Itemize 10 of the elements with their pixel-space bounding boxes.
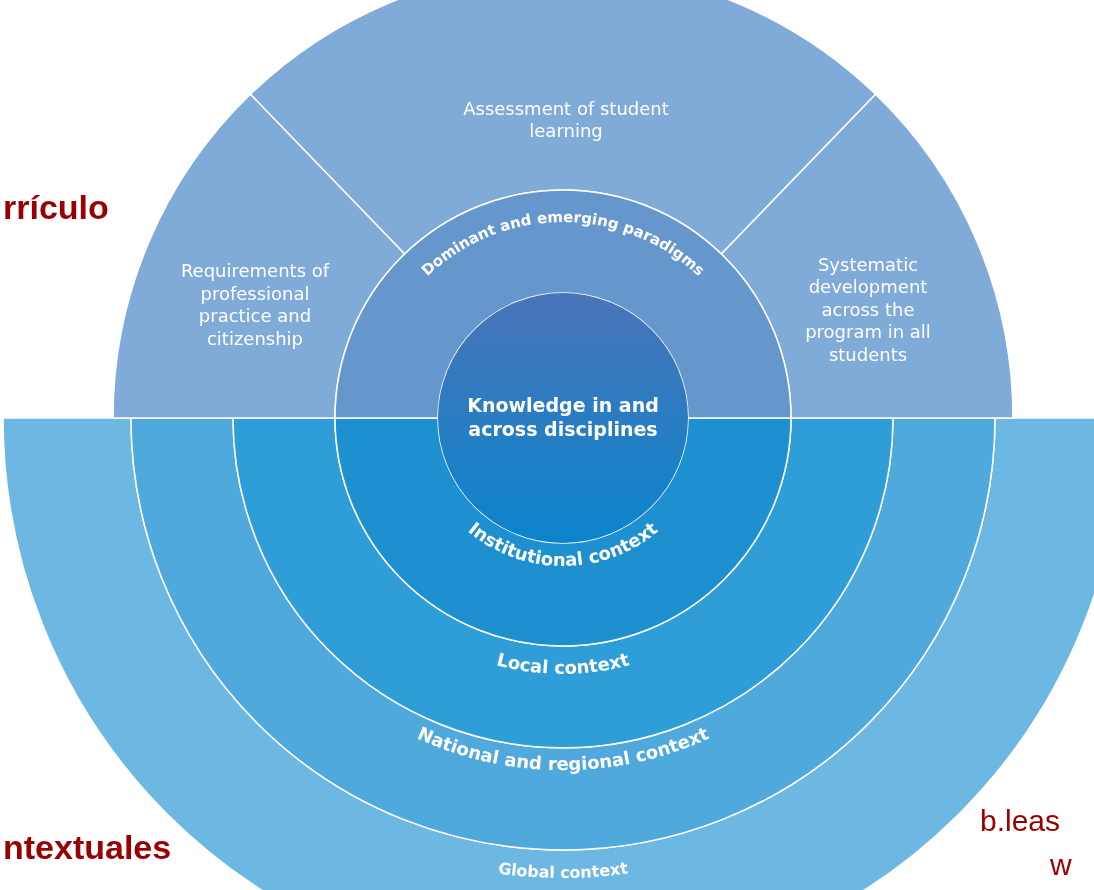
center-label: Knowledge in and across disciplines	[466, 394, 660, 442]
segment-label: Assessment of student learning	[462, 97, 670, 143]
segment-label: Systematic development across the program in all students	[804, 253, 932, 367]
text-fragment: b.leas	[980, 806, 1061, 836]
text-fragment: w	[1050, 850, 1072, 880]
heading-fragment: ntextuales	[3, 830, 172, 864]
segment-label: Requirements of professional practice and citizenship	[179, 260, 331, 350]
ring-label: Global context	[497, 858, 629, 882]
ring-label: Local context	[494, 648, 632, 678]
heading-fragment: rrículo	[3, 190, 109, 224]
